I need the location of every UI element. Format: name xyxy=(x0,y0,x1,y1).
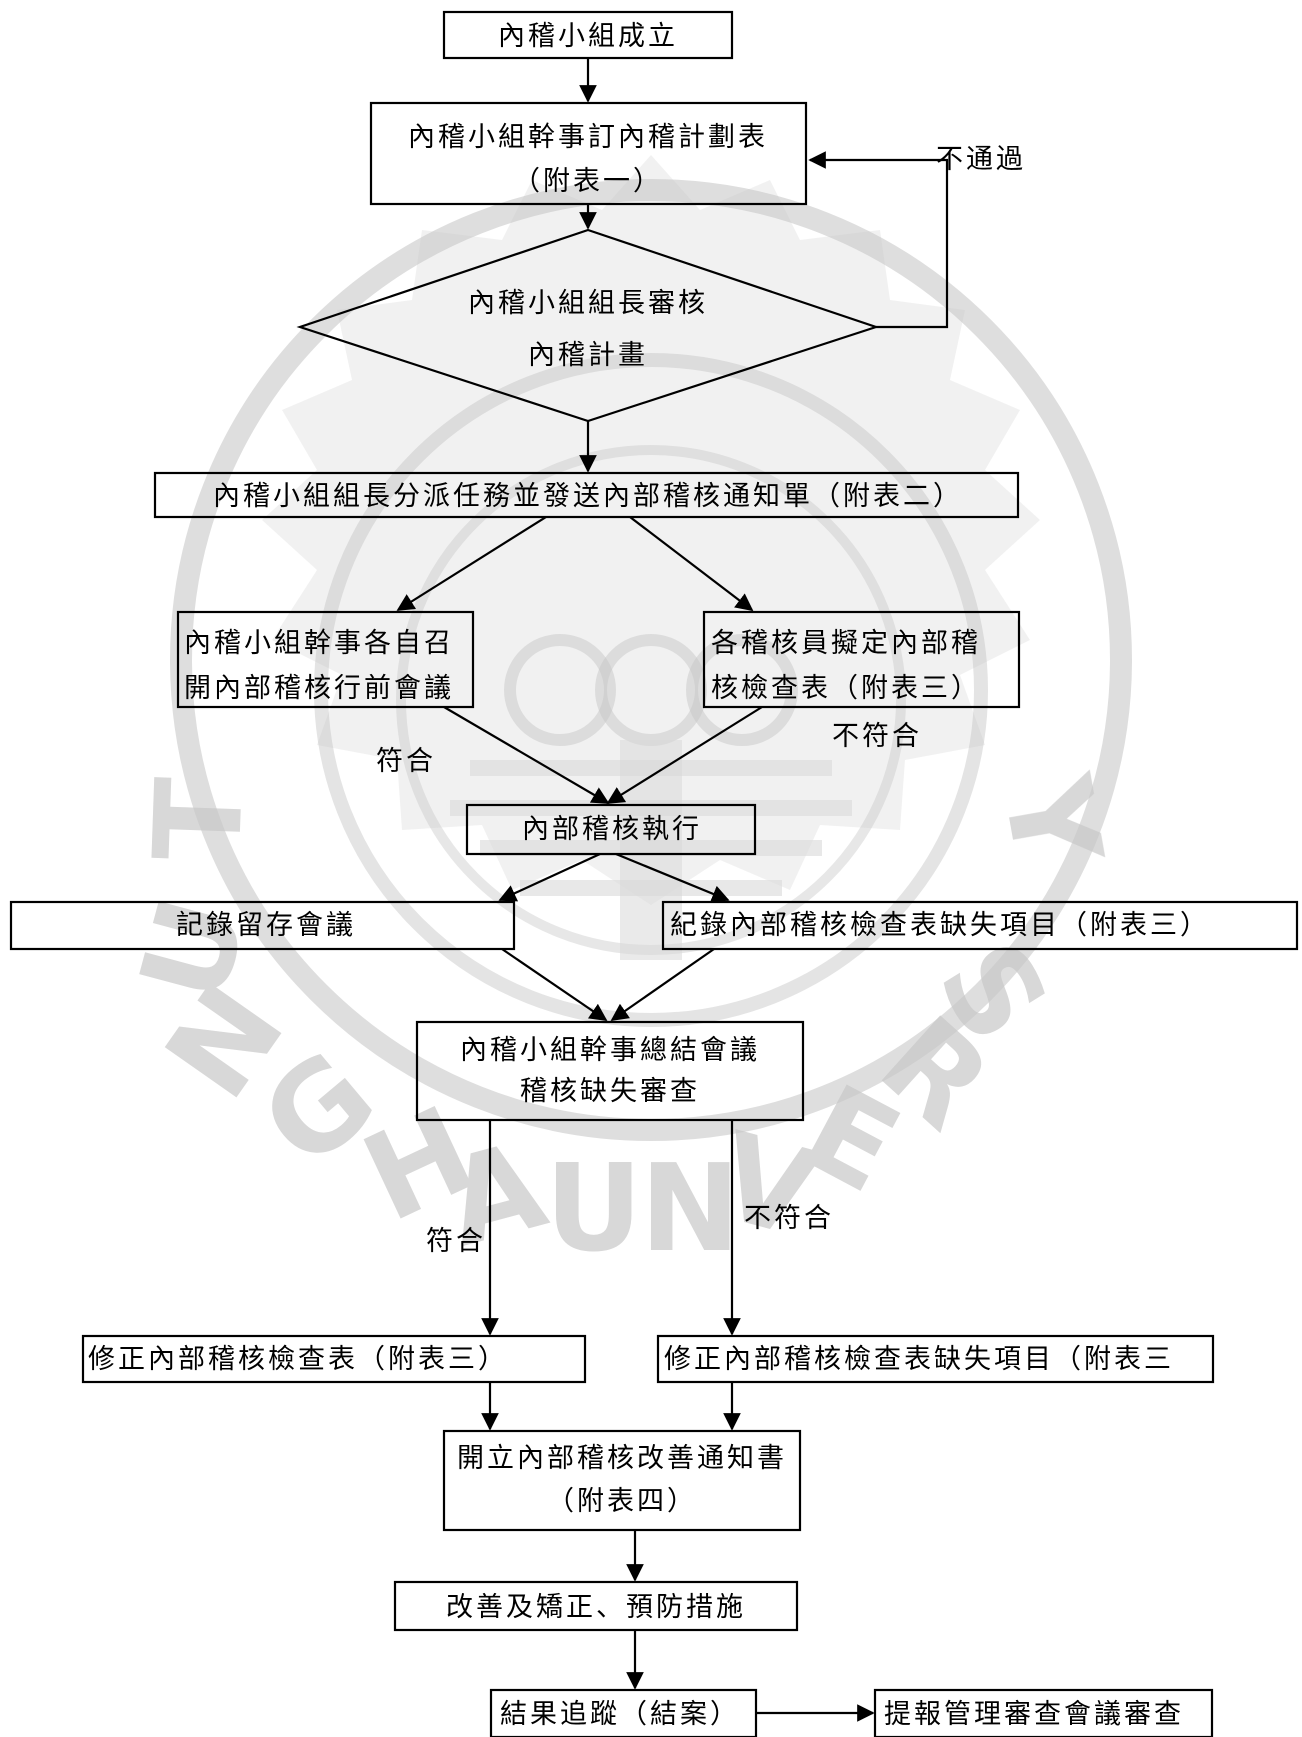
node-label: 內稽小組幹事總結會議 xyxy=(460,1035,760,1066)
seal-letter: U xyxy=(545,1140,642,1279)
node-label: （附表一） xyxy=(513,166,663,197)
node-label: 提報管理審查會議審查 xyxy=(884,1699,1184,1730)
connectors xyxy=(396,58,949,1722)
process-box-management-review xyxy=(873,1688,1214,1737)
process-box-pre-meeting xyxy=(176,610,475,709)
process-box-fix-defects xyxy=(656,1334,1215,1384)
edge-label-match: 符合 xyxy=(376,746,436,777)
node-label: 記錄留存會議 xyxy=(176,910,356,941)
node-label: 內部稽核執行 xyxy=(522,814,702,845)
seal-letter: Y xyxy=(975,765,1128,879)
node-label: 改善及矯正、預防措施 xyxy=(446,1592,746,1623)
node-label: 核檢查表（附表三） xyxy=(711,673,981,704)
node-label: 結果追蹤（結案） xyxy=(500,1699,740,1730)
process-box-record-meeting xyxy=(9,900,516,951)
node-label: 內稽小組幹事各自召 xyxy=(184,628,454,659)
node-label: 稽核缺失審查 xyxy=(520,1076,700,1107)
node-label: 內稽小組幹事訂內稽計劃表 xyxy=(408,122,768,153)
process-box-audit-execute xyxy=(465,803,757,856)
node-label: 修正內部稽核檢查表缺失項目（附表三 xyxy=(664,1344,1174,1375)
node-label: 內稽小組組長審核 xyxy=(468,288,708,319)
node-label: 修正內部稽核檢查表（附表三） xyxy=(88,1344,508,1375)
node-label: 各稽核員擬定內部稽 xyxy=(711,628,981,659)
seal-watermark-icon: T U N G H A U N V E R S Y xyxy=(115,155,1132,1279)
process-box-corrective-action xyxy=(393,1580,799,1632)
node-label: 開立內部稽核改善通知書 xyxy=(457,1443,787,1474)
process-box-fix-checklist xyxy=(81,1334,587,1384)
node-label: 開內部稽核行前會議 xyxy=(184,673,454,704)
seal-letter: T xyxy=(129,776,271,863)
process-box-record-defects xyxy=(661,900,1299,951)
process-box-checklist xyxy=(702,610,1021,709)
edge-label-nomatch: 不符合 xyxy=(744,1203,834,1234)
edge-label-nomatch: 不符合 xyxy=(832,721,922,752)
seal-letter: N xyxy=(640,1140,740,1279)
node-label: 紀錄內部稽核檢查表缺失項目（附表三） xyxy=(670,910,1210,941)
process-box-summary-meeting xyxy=(415,1020,805,1122)
node-label: 內稽小組組長分派任務並發送內部稽核通知單（附表二） xyxy=(213,481,963,512)
node-label: （附表四） xyxy=(547,1486,697,1517)
node-label: 內稽計畫 xyxy=(528,340,648,371)
process-box-assign-tasks xyxy=(153,471,1020,519)
node-label: 內稽小組成立 xyxy=(498,21,678,52)
process-box-improvement-notice xyxy=(442,1429,802,1532)
edge-label-reject: 不通過 xyxy=(936,144,1026,175)
edge-label-match: 符合 xyxy=(426,1226,486,1257)
